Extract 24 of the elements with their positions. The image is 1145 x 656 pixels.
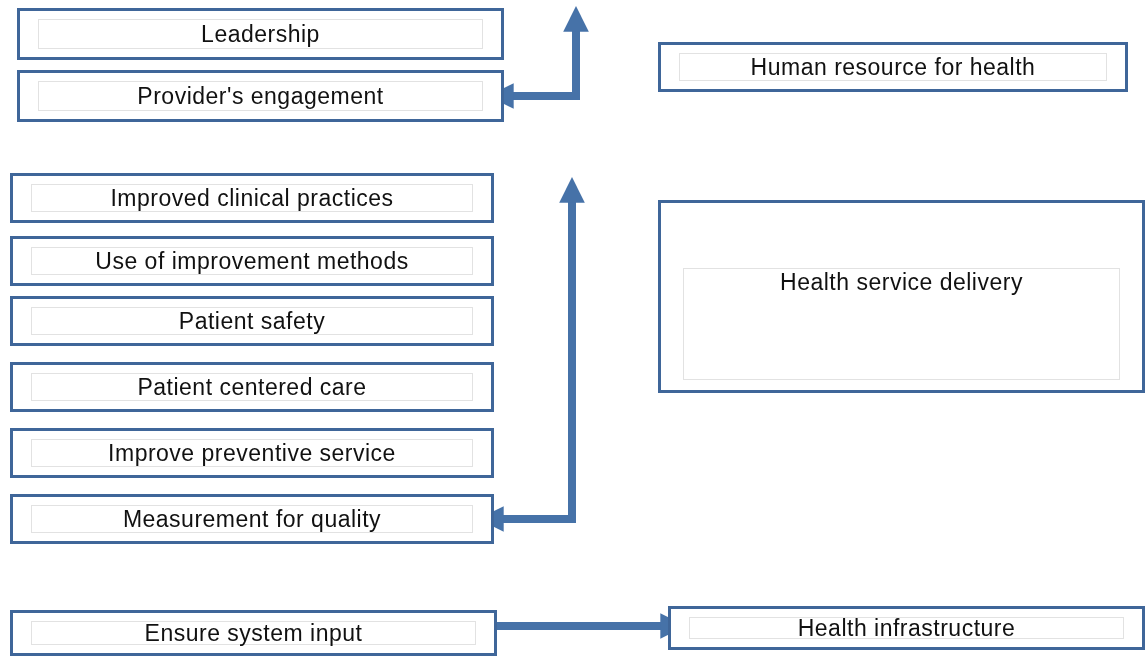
process-box (10, 173, 494, 223)
process-box (17, 8, 504, 60)
box-label: Leadership (201, 20, 320, 48)
process-box (17, 70, 504, 122)
box-label: Patient centered care (137, 373, 367, 401)
process-box (10, 494, 494, 544)
box-label: Ensure system input (144, 619, 363, 647)
box-label: Provider's engagement (137, 82, 384, 110)
box-label: Health infrastructure (797, 614, 1016, 642)
box-label: Improve preventive service (108, 439, 396, 467)
box-label: Measurement for quality (122, 505, 382, 533)
box-label: Improved clinical practices (110, 184, 394, 212)
process-box (10, 236, 494, 286)
box-label: Human resource for health (750, 53, 1036, 81)
box-label: Health service delivery (780, 269, 1023, 296)
process-box (668, 606, 1145, 650)
box-label: Patient safety (178, 307, 326, 335)
process-box (10, 610, 497, 656)
process-box (10, 362, 494, 412)
process-box (10, 296, 494, 346)
process-box (658, 200, 1145, 393)
process-box (658, 42, 1128, 92)
process-box (10, 428, 494, 478)
box-label: Use of improvement methods (95, 247, 409, 275)
